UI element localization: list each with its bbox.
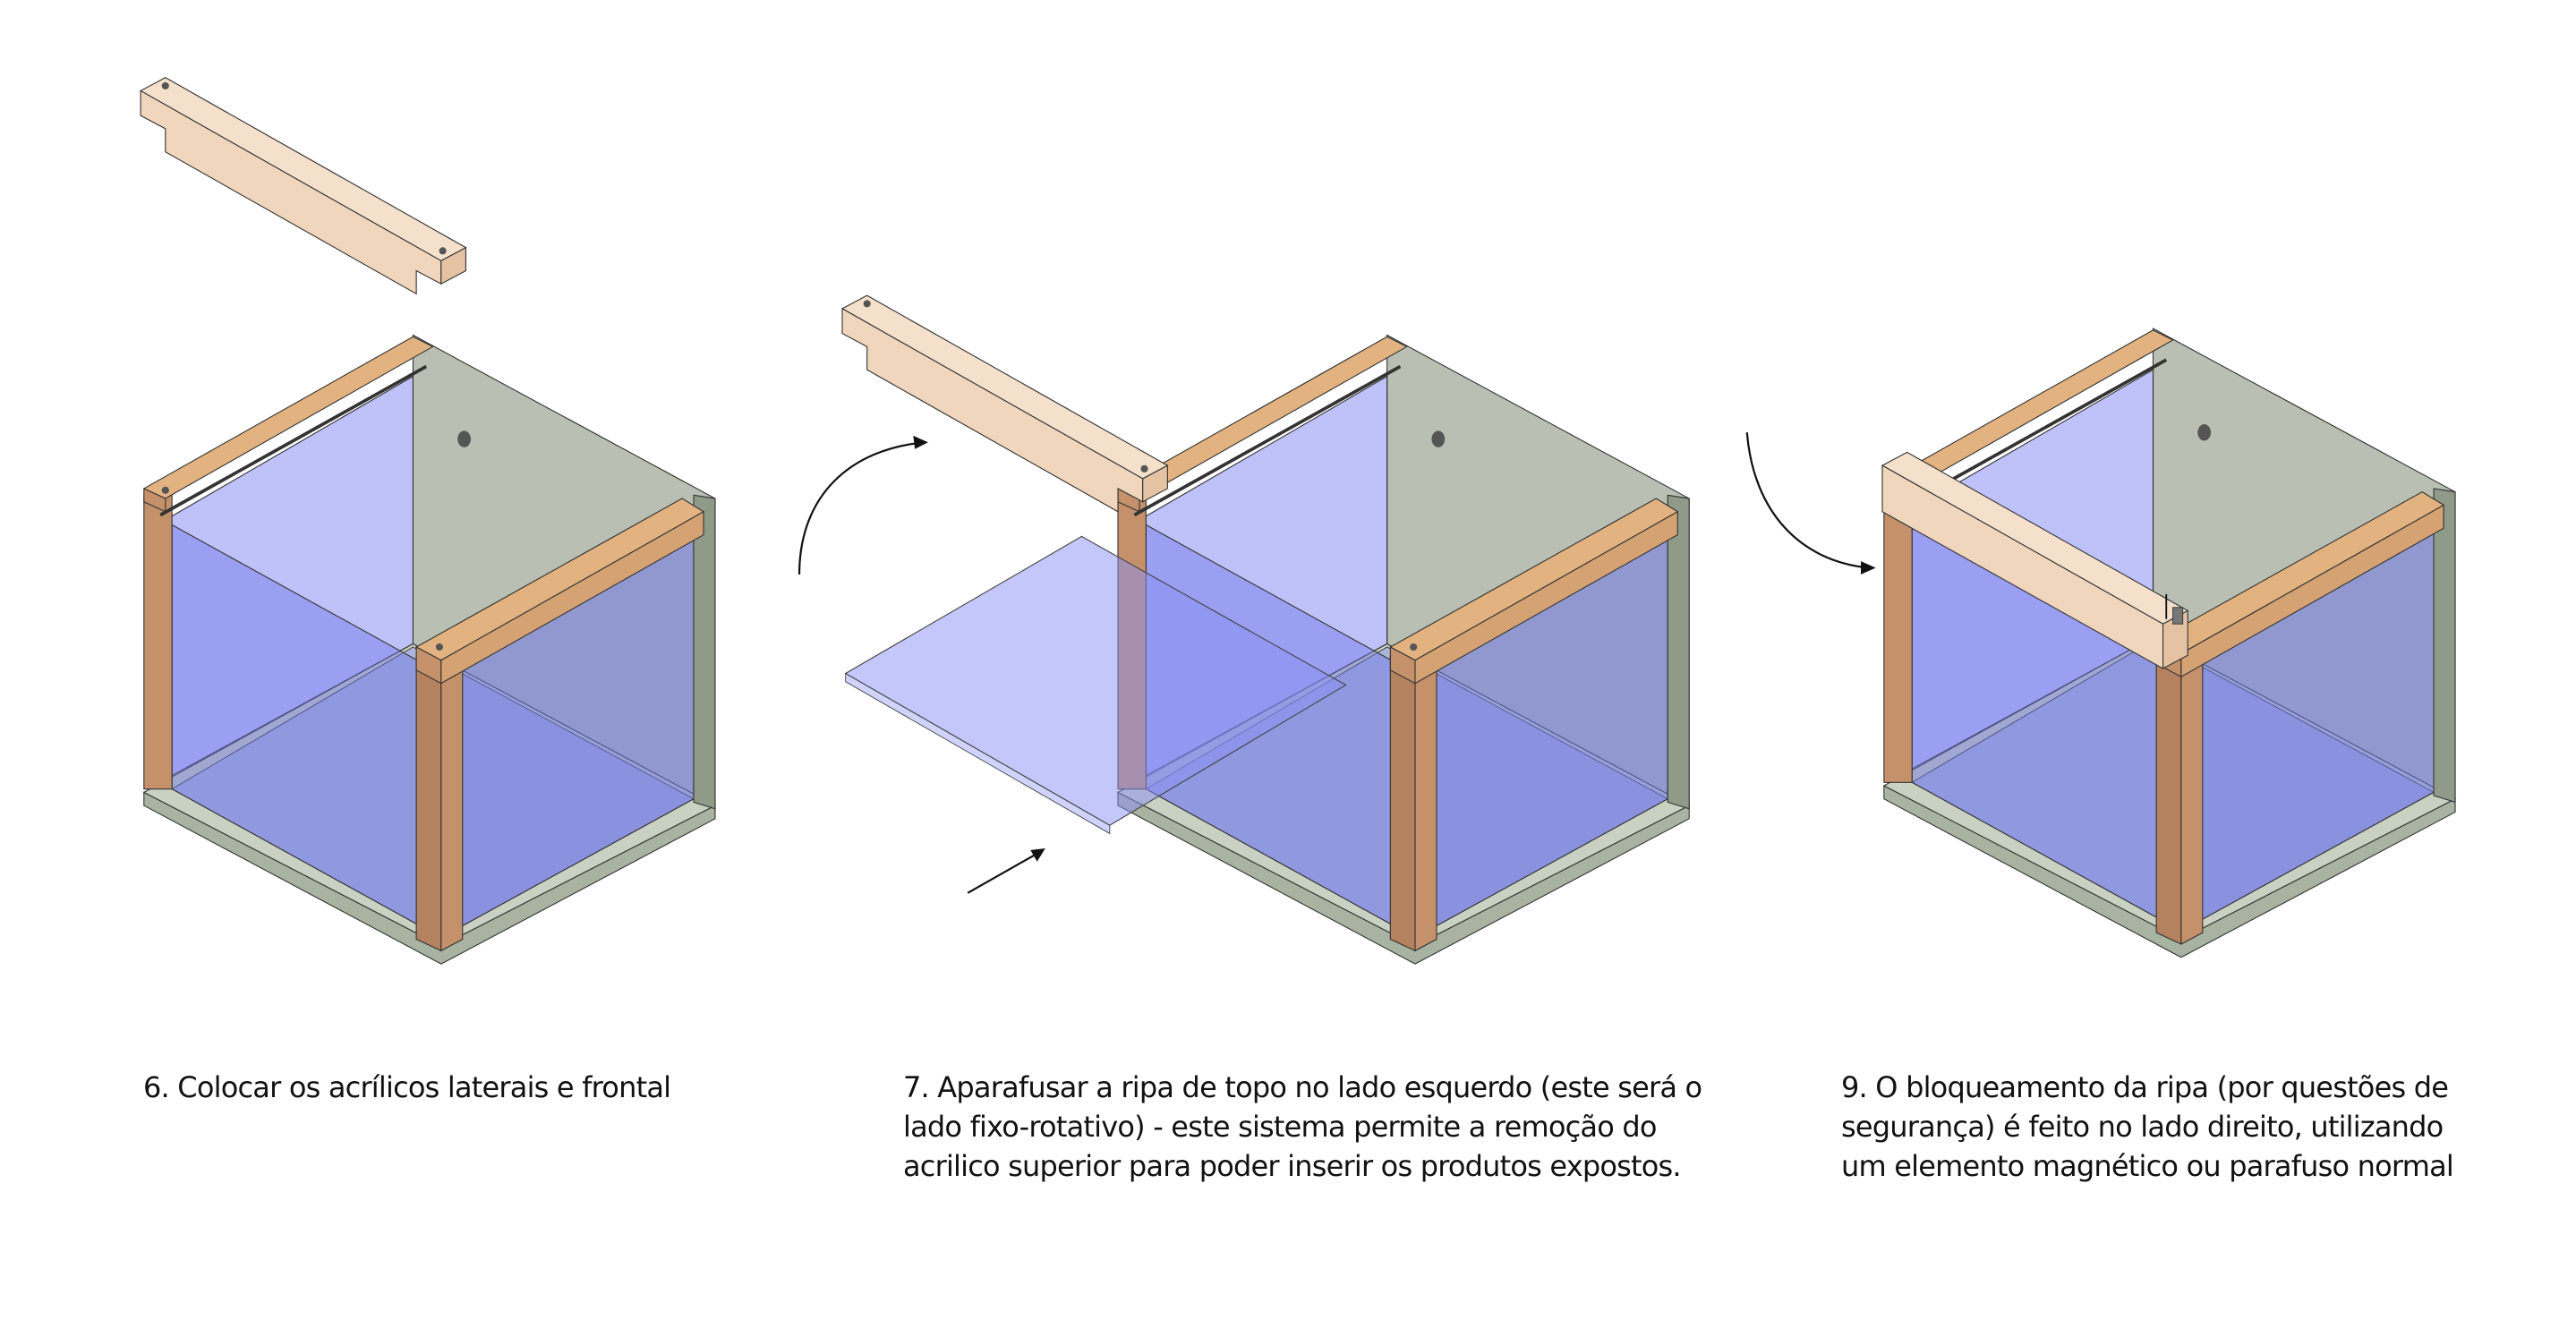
top-rail-screwed xyxy=(841,294,1169,513)
caption-line: 9. O bloqueamento da ripa (por questões … xyxy=(1841,1070,2449,1104)
insert-arrow-icon xyxy=(967,850,1041,894)
step-6-box xyxy=(140,76,717,966)
rotation-arrow-icon xyxy=(798,441,925,575)
caption-line: 7. Aparafusar a ripa de topo no lado esq… xyxy=(903,1070,1702,1104)
step-9-caption: 9. O bloqueamento da ripa (por questões … xyxy=(1841,1068,2454,1186)
caption-line: 6. Colocar os acrílicos laterais e front… xyxy=(143,1070,671,1104)
lock-pin-icon xyxy=(2172,607,2184,625)
step-7-box xyxy=(798,294,1692,966)
caption-line: um elemento magnético ou parafuso normal xyxy=(1841,1149,2454,1183)
caption-line: lado fixo-rotativo) - este sistema permi… xyxy=(903,1110,1657,1144)
top-rail-floating xyxy=(140,76,467,295)
step-7-caption: 7. Aparafusar a ripa de topo no lado esq… xyxy=(903,1068,1702,1186)
step-9-box xyxy=(1745,327,2457,959)
rotation-arrow-icon xyxy=(1745,432,1870,569)
step-6-caption: 6. Colocar os acrílicos laterais e front… xyxy=(143,1068,671,1107)
caption-line: acrilico superior para poder inserir os … xyxy=(903,1149,1682,1183)
caption-line: segurança) é feito no lado direito, util… xyxy=(1841,1110,2444,1144)
